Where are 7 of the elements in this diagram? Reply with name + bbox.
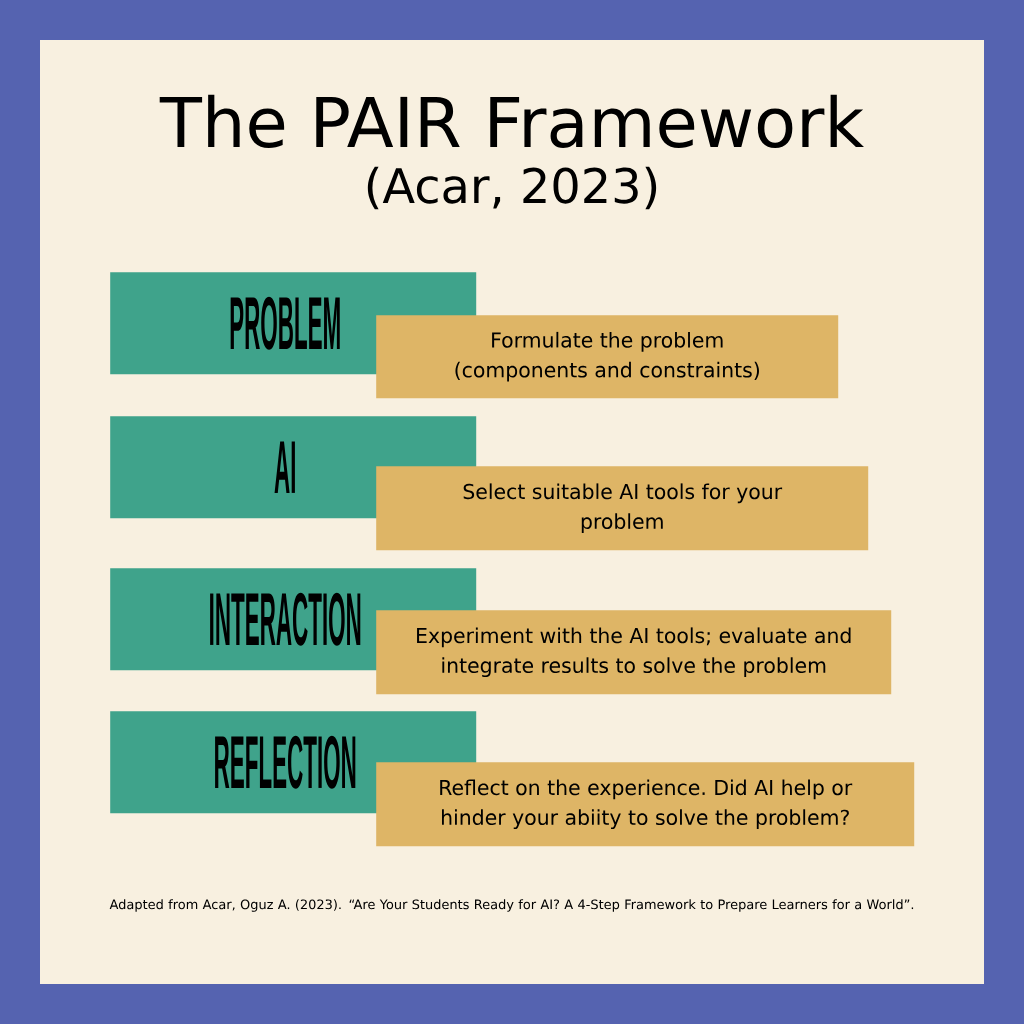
description-box: Formulate the problem (components and constraints) (376, 315, 839, 399)
description-box: Experiment with the AI tools; evaluate and integrate results to solve the problem (376, 610, 892, 695)
source-note: Adapted from Acar, Oguz A. (2023). “Are Your Students Ready for AI? A 4-Step Framework to Prepare Learners for a World”. (109, 899, 914, 912)
description-box: Select suitable AI tools for your problem (376, 466, 869, 551)
description-box: Reflect on the experience. Did AI help or hinder your abiity to solve the problem? (376, 762, 915, 847)
title: The PAIR Framework (159, 94, 864, 148)
subtitle: (Acar, 2023) (367, 166, 657, 210)
